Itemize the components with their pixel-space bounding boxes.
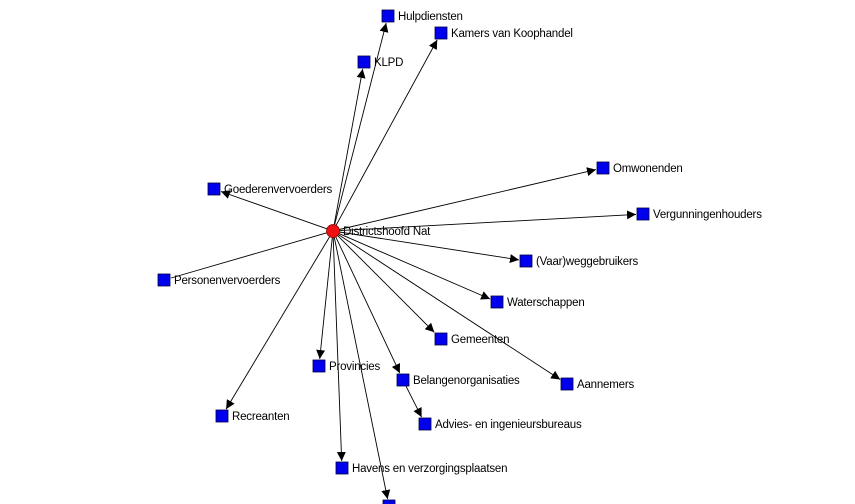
edge-center-to-personen — [170, 232, 327, 279]
node-marker-advies — [418, 417, 432, 431]
node-advies: Advies- en ingenieursbureaus — [418, 417, 582, 431]
node-marker-havens — [335, 461, 349, 475]
node-label-aannemers: Aannemers — [577, 379, 634, 391]
node-goederen: Goederenvervoerders — [207, 182, 333, 196]
node-marker-provincies — [312, 359, 326, 373]
node-marker-omwonenden — [596, 161, 610, 175]
node-label-advies: Advies- en ingenieursbureaus — [435, 419, 582, 431]
node-klpd: KLPD — [357, 55, 403, 69]
node-vaarweg: (Vaar)weggebruikers — [519, 254, 639, 268]
edge-belangen-to-advies — [405, 386, 423, 418]
edge-center-to-offscreen — [333, 237, 391, 500]
node-offscreen — [382, 499, 396, 504]
node-marker-personen — [157, 273, 171, 287]
node-omwonenden: Omwonenden — [596, 161, 683, 175]
node-aannemers: Aannemers — [560, 377, 635, 391]
node-provincies: Provincies — [312, 359, 381, 373]
edge-center-to-omwonenden — [339, 167, 597, 230]
edge-center-to-havens — [332, 237, 346, 462]
node-label-provincies: Provincies — [329, 361, 380, 373]
node-gemeenten: Gemeenten — [434, 332, 509, 346]
node-label-kamers: Kamers van Koophandel — [451, 28, 573, 40]
node-label-klpd: KLPD — [374, 57, 403, 69]
edge-center-to-vaarweg — [339, 231, 520, 263]
node-label-omwonenden: Omwonenden — [613, 163, 683, 175]
node-hulpdiensten: Hulpdiensten — [381, 9, 463, 23]
node-marker-belangen — [396, 373, 410, 387]
node-marker-recreanten — [215, 409, 229, 423]
edge-center-to-gemeenten — [337, 235, 435, 333]
edge-center-to-recreanten — [225, 236, 331, 410]
node-label-gemeenten: Gemeenten — [451, 334, 509, 346]
edge-center-to-aannemers — [338, 234, 561, 380]
node-label-vergunning: Vergunningenhouders — [653, 209, 762, 221]
node-label-waterschappen: Waterschappen — [507, 297, 585, 309]
node-label-havens: Havens en verzorgingsplaatsen — [352, 463, 507, 475]
node-marker-goederen — [207, 182, 221, 196]
node-vergunning: Vergunningenhouders — [636, 207, 762, 221]
edge-center-to-kamers — [335, 39, 438, 226]
node-waterschappen: Waterschappen — [490, 295, 585, 309]
node-center: Districtshoofd Nat — [326, 224, 431, 238]
node-belangen: Belangenorganisaties — [396, 373, 520, 387]
node-marker-aannemers — [560, 377, 574, 391]
node-label-personen: Personenvervoerders — [174, 275, 281, 287]
edges — [170, 22, 637, 500]
edge-center-to-goederen — [220, 190, 328, 230]
edge-center-to-hulpdiensten — [334, 22, 389, 225]
node-marker-vergunning — [636, 207, 650, 221]
node-kamers: Kamers van Koophandel — [434, 26, 573, 40]
node-havens: Havens en verzorgingsplaatsen — [335, 461, 507, 475]
edge-center-to-vergunning — [339, 210, 637, 232]
edge-center-to-klpd — [333, 68, 366, 225]
node-recreanten: Recreanten — [215, 409, 290, 423]
center-node-marker — [326, 224, 340, 238]
node-label-vaarweg: (Vaar)weggebruikers — [536, 256, 639, 268]
edge-center-to-provincies — [316, 237, 333, 360]
node-label-goederen: Goederenvervoerders — [224, 184, 333, 196]
node-marker-gemeenten — [434, 332, 448, 346]
edge-center-to-waterschappen — [338, 233, 491, 300]
node-marker-vaarweg — [519, 254, 533, 268]
node-personen: Personenvervoerders — [157, 273, 281, 287]
node-label-belangen: Belangenorganisaties — [413, 375, 520, 387]
node-label-hulpdiensten: Hulpdiensten — [398, 11, 463, 23]
node-label-recreanten: Recreanten — [232, 411, 289, 423]
node-marker-offscreen — [382, 499, 396, 504]
node-marker-waterschappen — [490, 295, 504, 309]
node-label-center: Districtshoofd Nat — [343, 226, 431, 238]
node-marker-klpd — [357, 55, 371, 69]
edge-center-to-belangen — [335, 236, 401, 374]
node-marker-hulpdiensten — [381, 9, 395, 23]
node-marker-kamers — [434, 26, 448, 40]
